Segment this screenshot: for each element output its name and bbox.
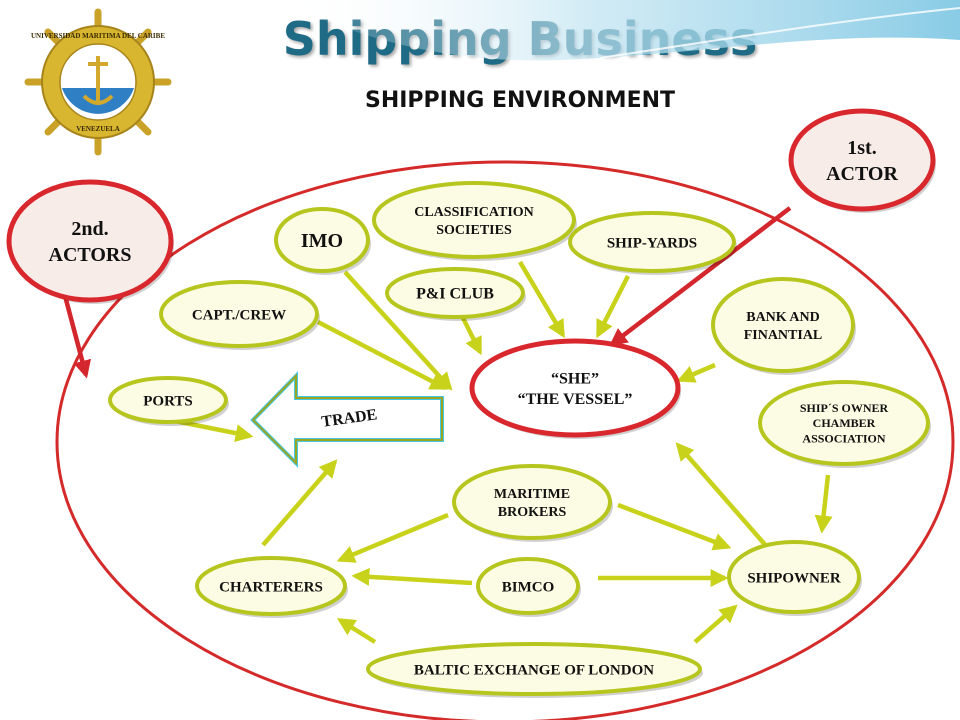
node-bimco-label-1: BIMCO xyxy=(502,579,555,595)
node-bank-and-finantial: BANK AND FINANTIAL xyxy=(711,277,856,375)
node-ships-owner-chamber-association-label-1: SHIP´S OWNER xyxy=(800,401,889,415)
arrow-brokers-to-shipowner xyxy=(617,502,732,551)
node-imo: IMO xyxy=(274,207,371,275)
node-ships-owner-chamber-association-shape xyxy=(758,380,930,466)
node-ports-shape xyxy=(108,376,228,424)
arrow-class-to-vessel xyxy=(518,260,565,339)
node-ship-yards-label-1: SHIP-YARDS xyxy=(607,235,697,251)
node-bank-and-finantial-label-2: FINANTIAL xyxy=(744,328,823,343)
node-baltic-exchange-of-london-label-1: BALTIC EXCHANGE OF LONDON xyxy=(414,662,654,678)
node-ships-owner-chamber-association-label-2: CHAMBER xyxy=(813,416,876,430)
arrow-imo-to-vessel xyxy=(343,270,453,391)
header-swoosh xyxy=(280,0,960,61)
node-imo-shape xyxy=(274,207,370,273)
node-bank-and-finantial-label-1: BANK AND xyxy=(746,310,820,325)
node-charterers-shape xyxy=(195,556,347,616)
arrows-layer xyxy=(61,206,833,644)
node-bimco: BIMCO xyxy=(476,557,581,617)
node-capt-crew: CAPT./CREW xyxy=(159,280,320,350)
actor-first-label-2: ACTOR xyxy=(826,163,898,185)
node-ship-yards-shape xyxy=(568,211,736,273)
arrow-shipowner-to-vessel xyxy=(675,442,770,550)
nodes-layer: CLASSIFICATION SOCIETIES IMO SHIP-YARDS P&I … xyxy=(6,108,936,698)
node-ports: PORTS xyxy=(108,376,229,426)
node-shipowner-label-1: SHIPOWNER xyxy=(747,570,841,586)
actor-second-shape xyxy=(6,179,174,303)
arrow-bank-to-vessel xyxy=(676,362,716,383)
logo-ring-text-bottom: VENEZUELA xyxy=(76,125,120,133)
node-the-vessel: “SHE” “THE VESSEL” xyxy=(469,338,681,439)
actor-second-label-1: 2nd. xyxy=(71,218,108,240)
node-classification-societies: CLASSIFICATION SOCIETIES xyxy=(372,181,577,261)
arrow-charterers-to-trade xyxy=(261,459,338,547)
node-capt-crew-shape xyxy=(159,280,319,348)
logo-ring-text-top: UNIVERSIDAD MARITIMA DEL CARIBE xyxy=(31,32,165,40)
node-ports-label-1: PORTS xyxy=(143,393,192,409)
node-baltic-exchange-of-london: BALTIC EXCHANGE OF LONDON xyxy=(366,642,703,698)
node-baltic-exchange-of-london-shape xyxy=(366,642,702,696)
node-classification-societies-label-2: SOCIETIES xyxy=(436,223,512,238)
actor-second: 2nd. ACTORS xyxy=(6,179,174,304)
node-maritime-brokers-shape xyxy=(452,464,612,540)
arrow-crew-to-vessel xyxy=(316,320,449,390)
node-maritime-brokers: MARITIME BROKERS xyxy=(452,464,613,542)
node-pi-club: P&I CLUB xyxy=(385,267,526,321)
actor-first-label-1: 1st. xyxy=(847,137,876,159)
environment-boundary xyxy=(55,160,955,720)
node-imo-label-1: IMO xyxy=(301,230,343,252)
page-subtitle: SHIPPING ENVIRONMENT xyxy=(364,88,676,113)
arrow-baltic-to-charterers xyxy=(336,618,377,644)
arrow-chamber-to-shipowner xyxy=(814,474,833,534)
arrow-second-actors-down xyxy=(61,291,92,379)
actor-second-label-2: ACTORS xyxy=(49,244,132,266)
node-the-vessel-label-1: “SHE” xyxy=(551,370,599,387)
arrow-bimco-to-charterers xyxy=(351,567,473,586)
arrow-brokers-to-charterers xyxy=(336,512,449,563)
arrow-yards-to-vessel xyxy=(595,274,631,339)
node-pi-club-label-1: P&I CLUB xyxy=(416,286,494,303)
node-classification-societies-shape xyxy=(372,181,576,259)
node-charterers: CHARTERERS xyxy=(195,556,348,618)
node-maritime-brokers-label-2: BROKERS xyxy=(498,505,567,520)
actor-first: 1st. ACTOR xyxy=(788,108,936,213)
arrow-baltic-to-shipowner xyxy=(693,604,738,644)
node-ship-yards: SHIP-YARDS xyxy=(568,211,737,275)
node-capt-crew-label-1: CAPT./CREW xyxy=(192,307,286,323)
node-the-vessel-shape xyxy=(469,338,681,438)
node-bimco-shape xyxy=(476,557,580,615)
node-shipowner: SHIPOWNER xyxy=(727,540,862,616)
actor-first-shape xyxy=(788,108,936,212)
arrow-first-actor-to-vessel xyxy=(609,206,792,347)
trade-arrow: TRADE xyxy=(250,371,444,468)
header-swoosh-line xyxy=(599,7,960,59)
node-maritime-brokers-label-1: MARITIME xyxy=(494,487,570,502)
node-the-vessel-label-2: “THE VESSEL” xyxy=(518,391,633,408)
node-bank-and-finantial-shape xyxy=(711,277,855,373)
node-ships-owner-chamber-association-label-3: ASSOCIATION xyxy=(802,432,885,446)
node-charterers-label-1: CHARTERERS xyxy=(219,579,323,595)
node-shipowner-shape xyxy=(727,540,861,614)
node-pi-club-shape xyxy=(385,267,525,319)
node-classification-societies-label-1: CLASSIFICATION xyxy=(414,205,534,220)
university-emblem-icon: UNIVERSIDAD MARITIMA DEL CARIBE VENEZUEL… xyxy=(24,8,172,156)
